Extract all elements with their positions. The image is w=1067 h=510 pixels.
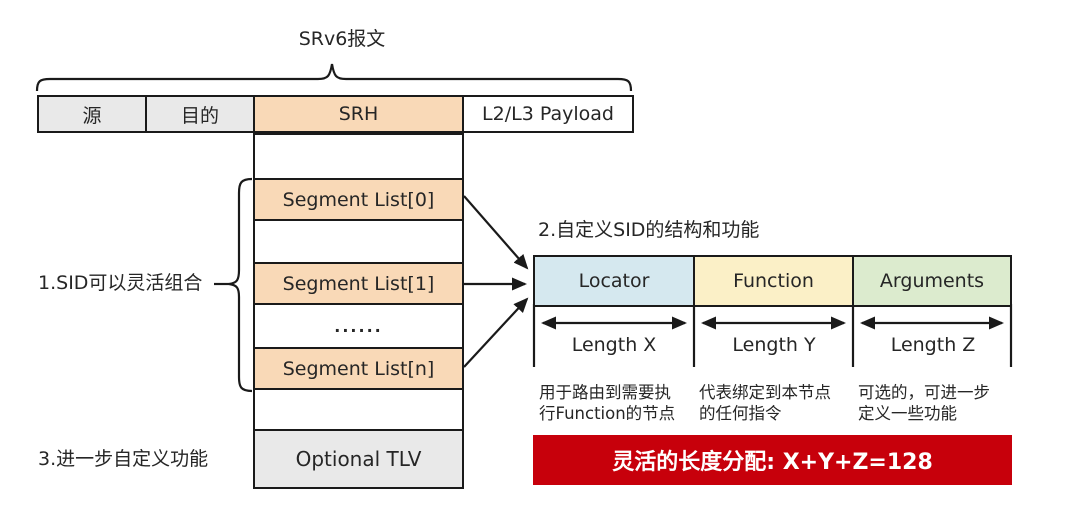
arguments-description: 可选的，可进一步 定义一些功能 [858,382,990,424]
annotation-sid-combine: 1.SID可以灵活组合 [38,272,203,294]
optional-tlv: Optional TLV [255,429,462,487]
annotation-custom-sid: 2.自定义SID的结构和功能 [538,219,760,241]
function-description-line1: 代表绑定到本节点 [699,383,831,402]
length-z-label: Length Z [890,334,976,356]
function-description: 代表绑定到本节点 的任何指令 [699,382,831,424]
segment-list-0: Segment List[0] [255,178,462,219]
sid-field-arguments: Arguments [852,255,1012,307]
packet-field-payload: L2/L3 Payload [462,95,634,133]
srh-blank-row [255,388,462,429]
diagram-title: SRv6报文 [298,28,386,50]
sid-field-function: Function [693,255,854,307]
packet-field-source: 源 [37,95,147,133]
function-description-line2: 的任何指令 [699,404,782,423]
srh-blank-row [255,219,462,262]
flexible-length-banner: 灵活的长度分配: X+Y+Z=128 [533,435,1012,485]
segment-list-ellipsis: ...... [255,303,462,347]
locator-description-line2: 行Function的节点 [539,404,676,423]
length-x-label: Length X [571,334,657,356]
arguments-description-line2: 定义一些功能 [858,404,957,423]
locator-description: 用于路由到需要执 行Function的节点 [539,382,675,424]
segment-list-1: Segment List[1] [255,262,462,303]
left-brace-path [228,177,253,393]
srh-stack: Segment List[0] Segment List[1] ...... S… [253,133,464,489]
locator-description-line1: 用于路由到需要执 [539,383,671,402]
srh-blank-row [255,135,462,178]
arguments-description-line1: 可选的，可进一步 [858,383,990,402]
arrow-seglistn [463,297,529,368]
sid-field-locator: Locator [533,255,695,307]
arrow-seglist0 [463,195,529,270]
packet-field-destination: 目的 [145,95,255,133]
length-y-label: Length Y [732,334,816,356]
top-brace-path [35,63,633,92]
packet-field-srh: SRH [253,95,464,133]
segment-list-n: Segment List[n] [255,347,462,388]
annotation-custom-function: 3.进一步自定义功能 [38,448,209,470]
